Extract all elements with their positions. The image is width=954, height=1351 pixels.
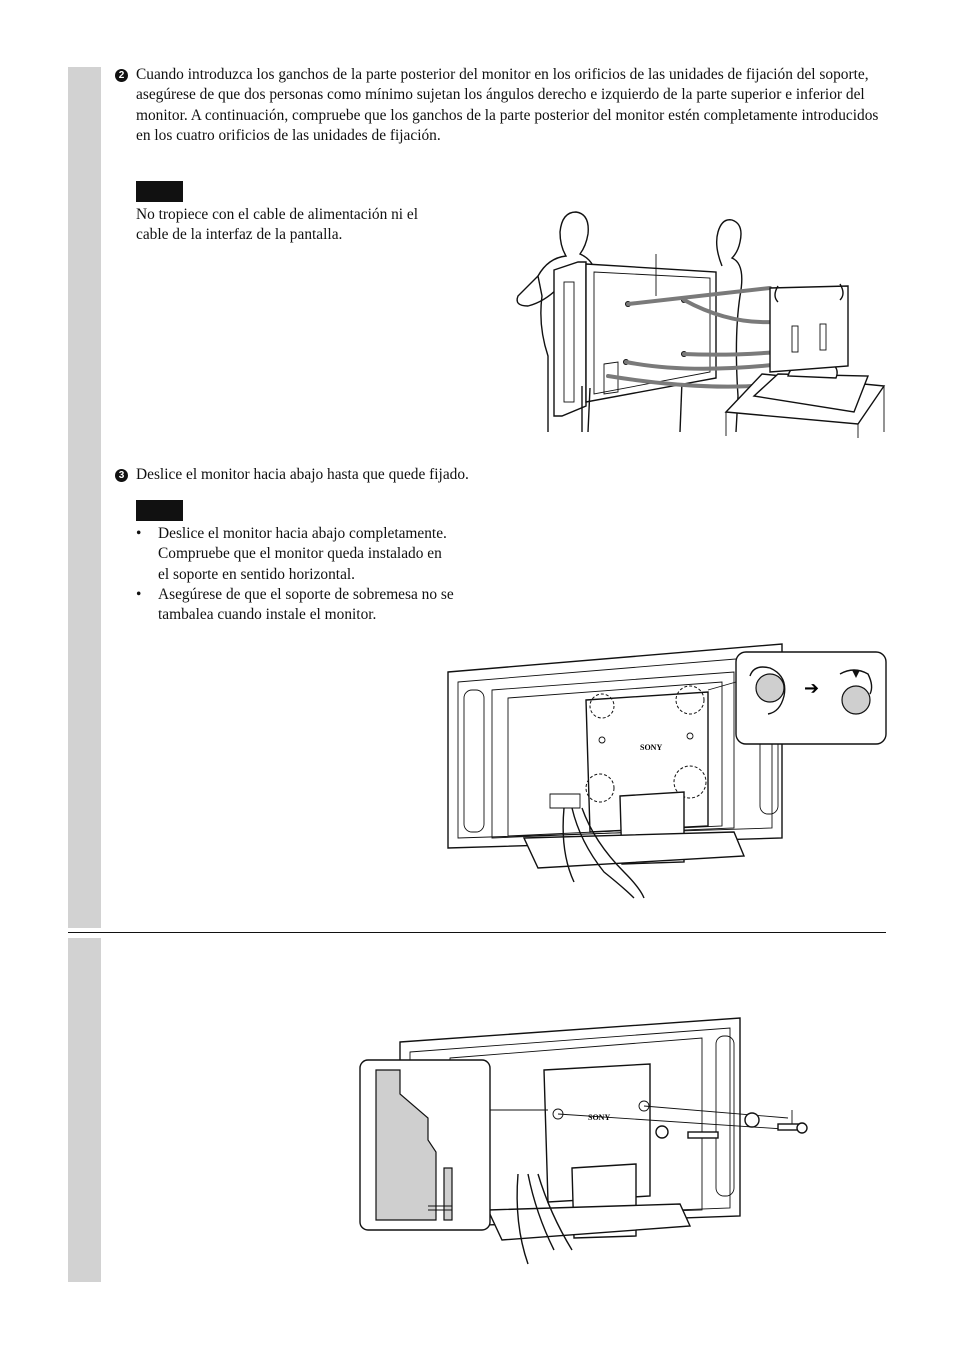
section-divider <box>68 932 886 933</box>
list-item: • Asegúrese de que el soporte de sobremes… <box>136 585 456 626</box>
note-label-block <box>136 181 183 202</box>
bullet-text: Asegúrese de que el soporte de sobremesa… <box>158 585 454 624</box>
step-2-note-text: No tropiece con el cable de alimentación… <box>136 206 419 244</box>
bullet-text: Deslice el monitor hacia abajo completam… <box>158 525 447 583</box>
bullet-glyph: • <box>136 525 142 542</box>
arrow-right-icon: ➔ <box>804 678 819 699</box>
list-item: • Deslice el monitor hacia abajo completa… <box>136 524 456 585</box>
section-sidebar-bar-2 <box>68 938 101 1282</box>
illustration-lifting-monitor <box>516 211 886 438</box>
sony-logo-2: SONY <box>588 1113 610 1122</box>
step-3-notes-list: • Deslice el monitor hacia abajo completa… <box>136 524 456 625</box>
illustration-screws: SONY <box>359 1017 808 1265</box>
sony-logo: SONY <box>640 743 662 752</box>
bullet-glyph: • <box>136 585 142 603</box>
step-3-number: 3 <box>115 469 128 482</box>
illustration-slide-down: SONY ➔ <box>447 643 887 899</box>
section-sidebar-bar <box>68 67 101 928</box>
step-2-number: 2 <box>115 69 128 82</box>
step-2-text: Cuando introduzca los ganchos de la part… <box>136 66 879 144</box>
note-label-block-2 <box>136 500 183 521</box>
step-3-text: Deslice el monitor hacia abajo hasta que… <box>136 466 469 483</box>
